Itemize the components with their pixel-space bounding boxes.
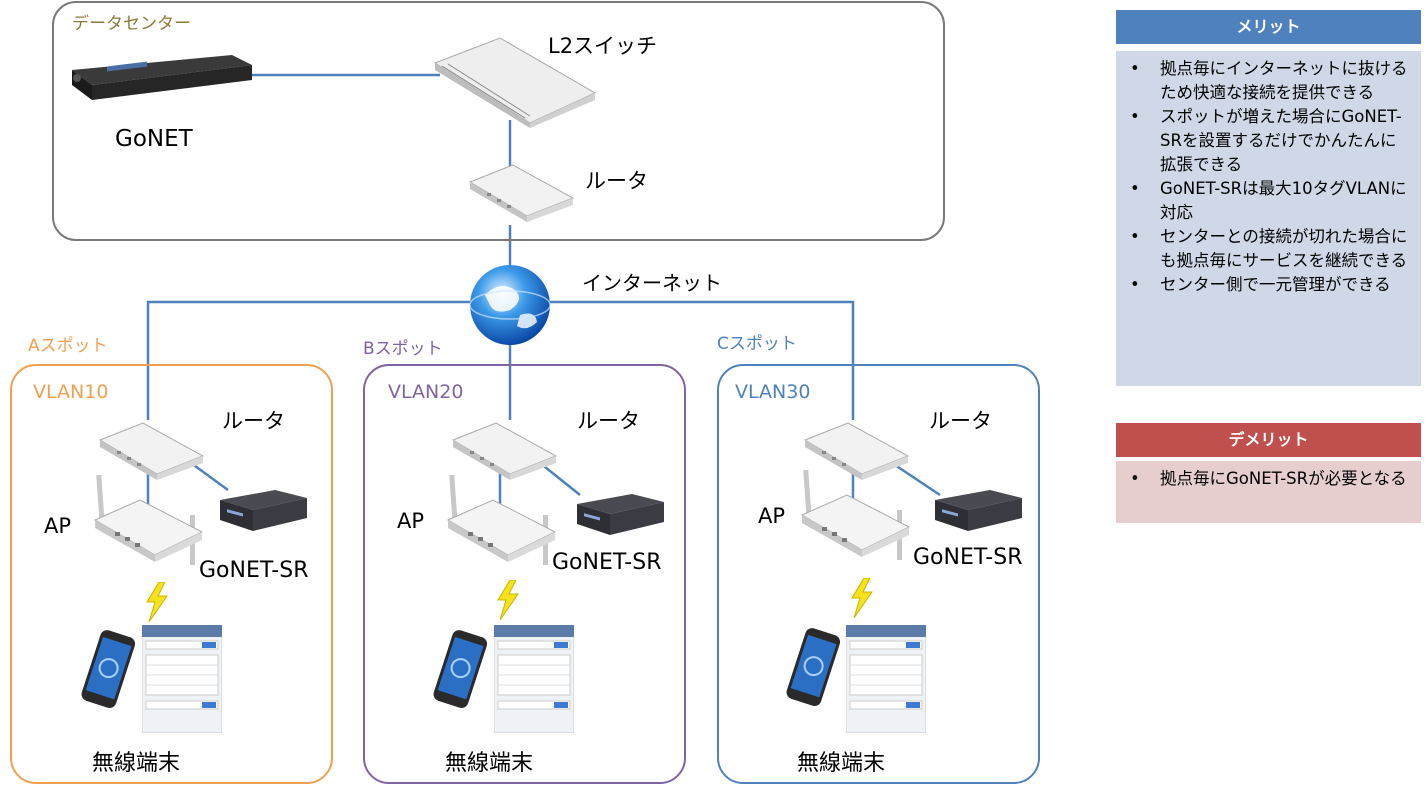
merits-list: •拠点毎にインターネットに抜けるため快適な接続を提供できる •スポットが増えた場… xyxy=(1130,57,1411,297)
spot-b-ap-label: AP xyxy=(397,509,425,533)
demerits-body: •拠点毎にGoNET-SRが必要となる xyxy=(1116,461,1421,523)
spot-a-ap-label: AP xyxy=(44,514,72,538)
merit-item: •GoNET-SRは最大10タグVLANに対応 xyxy=(1130,179,1407,222)
mini-pc-icon xyxy=(577,494,664,535)
access-point-icon xyxy=(800,469,911,560)
rack-server-icon xyxy=(72,55,252,100)
wifi-settings-screen-icon xyxy=(142,625,222,733)
mini-pc-icon xyxy=(935,490,1022,531)
lightning-bolt-icon xyxy=(851,578,873,618)
switch-icon xyxy=(433,37,597,128)
switch-label: L2スイッチ xyxy=(548,34,658,58)
spot-c-box xyxy=(717,364,1040,784)
router-icon xyxy=(98,422,205,480)
link-internet-spot-c xyxy=(550,300,855,420)
lightning-bolt-icon xyxy=(497,580,519,620)
dc-router-label: ルータ xyxy=(585,169,648,193)
spot-b-router-label: ルータ xyxy=(577,409,640,433)
spot-c-router-label: ルータ xyxy=(929,409,992,433)
demerits-list: •拠点毎にGoNET-SRが必要となる xyxy=(1130,467,1411,491)
link-internet-spot-a xyxy=(146,300,470,420)
spot-c-vlan: VLAN30 xyxy=(735,381,811,403)
spot-b-box xyxy=(363,364,686,784)
mini-pc-icon xyxy=(220,490,307,531)
router-icon xyxy=(803,422,910,480)
spot-a-vlan: VLAN10 xyxy=(33,381,109,403)
gonet-label: GoNET xyxy=(115,126,193,152)
merit-item: •センターとの接続が切れた場合にも拠点毎にサービスを継続できる xyxy=(1130,227,1408,270)
merit-item: •センター側で一元管理ができる xyxy=(1130,275,1391,294)
wifi-settings-screen-icon xyxy=(846,625,926,733)
smartphone-icon xyxy=(433,630,488,708)
spot-c-sr-label: GoNET-SR xyxy=(913,545,1023,570)
lightning-bolt-icon xyxy=(146,582,168,622)
merits-body: •拠点毎にインターネットに抜けるため快適な接続を提供できる •スポットが増えた場… xyxy=(1116,51,1421,386)
spot-b-sr-label: GoNET-SR xyxy=(552,550,662,575)
spot-b-vlan: VLAN20 xyxy=(388,381,464,403)
merit-item: •スポットが増えた場合にGoNET-SRを設置するだけでかんたんに拡張できる xyxy=(1130,107,1402,174)
merits-header: メリット xyxy=(1116,10,1421,44)
router-icon xyxy=(468,164,575,222)
datacenter-box xyxy=(52,1,945,241)
demerits-header: デメリット xyxy=(1116,423,1421,457)
smartphone-icon xyxy=(786,628,841,706)
demerit-item: •拠点毎にGoNET-SRが必要となる xyxy=(1130,469,1407,488)
spot-c-label: Cスポット xyxy=(717,334,797,354)
spot-a-router-label: ルータ xyxy=(222,409,285,433)
spot-b-terminal-label: 無線端末 xyxy=(445,751,534,776)
spot-a-sr-label: GoNET-SR xyxy=(199,558,309,583)
spot-a-label: Aスポット xyxy=(28,336,108,356)
access-point-icon xyxy=(446,474,557,565)
globe-icon xyxy=(469,265,551,345)
spot-a-terminal-label: 無線端末 xyxy=(92,751,181,776)
internet-label: インターネット xyxy=(582,271,722,295)
spot-c-terminal-label: 無線端末 xyxy=(797,751,886,776)
spot-b-label: Bスポット xyxy=(363,339,443,359)
datacenter-title: データセンター xyxy=(72,14,191,34)
merit-item: •拠点毎にインターネットに抜けるため快適な接続を提供できる xyxy=(1130,59,1408,102)
smartphone-icon xyxy=(81,630,136,708)
spot-c-ap-label: AP xyxy=(758,504,786,528)
router-icon xyxy=(451,422,558,480)
wifi-settings-screen-icon xyxy=(494,625,574,733)
access-point-icon xyxy=(93,474,204,565)
spot-a-box xyxy=(10,364,333,784)
